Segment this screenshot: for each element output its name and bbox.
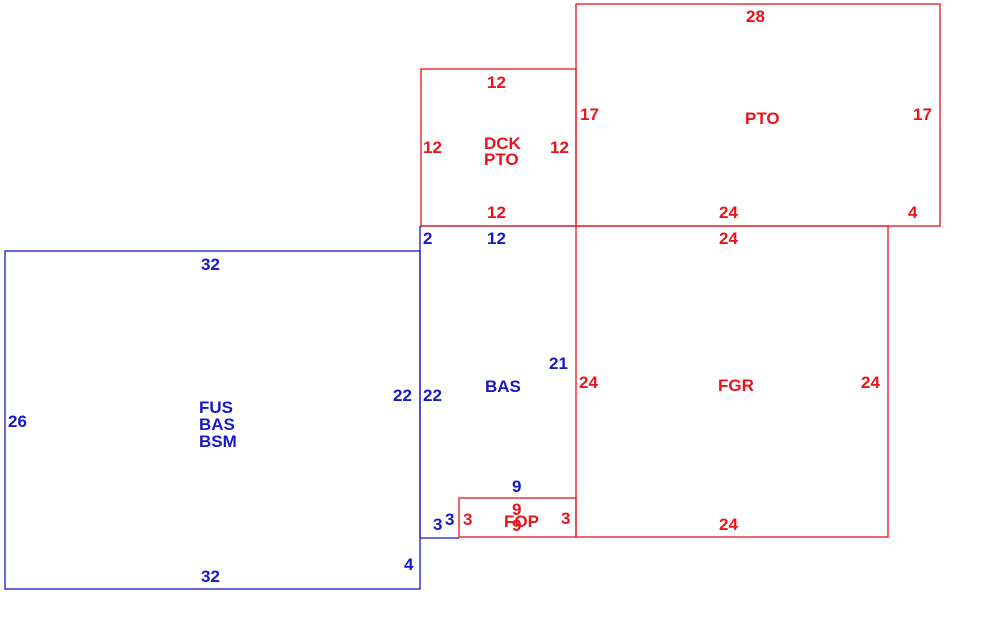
dck-pto-right-dimension: 12: [550, 138, 569, 157]
fus-bas-bsm-bottom-dimension: 32: [201, 567, 220, 586]
fop-code: FOP: [504, 512, 539, 531]
fgr-bottom-dimension: 24: [719, 515, 738, 534]
fus-bas-bsm-code-1: FUS: [199, 398, 233, 417]
fus-bas-bsm-corner-dimension: 4: [404, 555, 414, 574]
fgr-right-dimension: 24: [861, 373, 880, 392]
area-fop-outline: [458, 497, 577, 538]
pto-step-dimension: 4: [908, 203, 918, 222]
pto-left-dimension: 17: [580, 105, 599, 124]
dck-pto-code-1: DCK: [484, 134, 522, 153]
dck-pto-code-2: PTO: [484, 150, 519, 169]
bas-notch-step-dimension: 3: [445, 510, 454, 529]
fop-bottom-dimension: 9: [512, 516, 521, 535]
fus-bas-bsm-left-dimension: 26: [8, 412, 27, 431]
fgr-top-dimension: 24: [719, 229, 738, 248]
area-bas-outline: [419, 226, 459, 539]
bas-right-dimension: 21: [549, 354, 568, 373]
fop-right-dimension: 3: [561, 509, 570, 528]
area-fgr-outline: [575, 225, 889, 538]
bas-bottom-dimension: 9: [512, 477, 521, 496]
bas-notch-left-dimension: 3: [433, 515, 442, 534]
pto-code: PTO: [745, 109, 780, 128]
dck-pto-bottom-dimension: 12: [487, 203, 506, 222]
fus-bas-bsm-code-3: BSM: [199, 432, 237, 451]
dck-pto-left-dimension: 12: [423, 138, 442, 157]
fgr-left-dimension: 24: [579, 373, 598, 392]
fus-bas-bsm-code-2: BAS: [199, 415, 235, 434]
fus-bas-bsm-top-dimension: 32: [201, 255, 220, 274]
fop-top-dimension: 9: [512, 500, 521, 519]
fop-left-dimension: 3: [463, 510, 472, 529]
dck-pto-top-dimension: 12: [487, 73, 506, 92]
bas-code: BAS: [485, 377, 521, 396]
bas-left-dimension: 22: [423, 386, 442, 405]
pto-right-dimension: 17: [913, 105, 932, 124]
fgr-code: FGR: [718, 376, 754, 395]
bas-left-corner-dimension: 2: [423, 229, 432, 248]
pto-bottom-dimension: 24: [719, 203, 738, 222]
bas-top-dimension: 12: [487, 229, 506, 248]
fus-bas-bsm-right-dimension: 22: [393, 386, 412, 405]
pto-top-dimension: 28: [746, 7, 765, 26]
